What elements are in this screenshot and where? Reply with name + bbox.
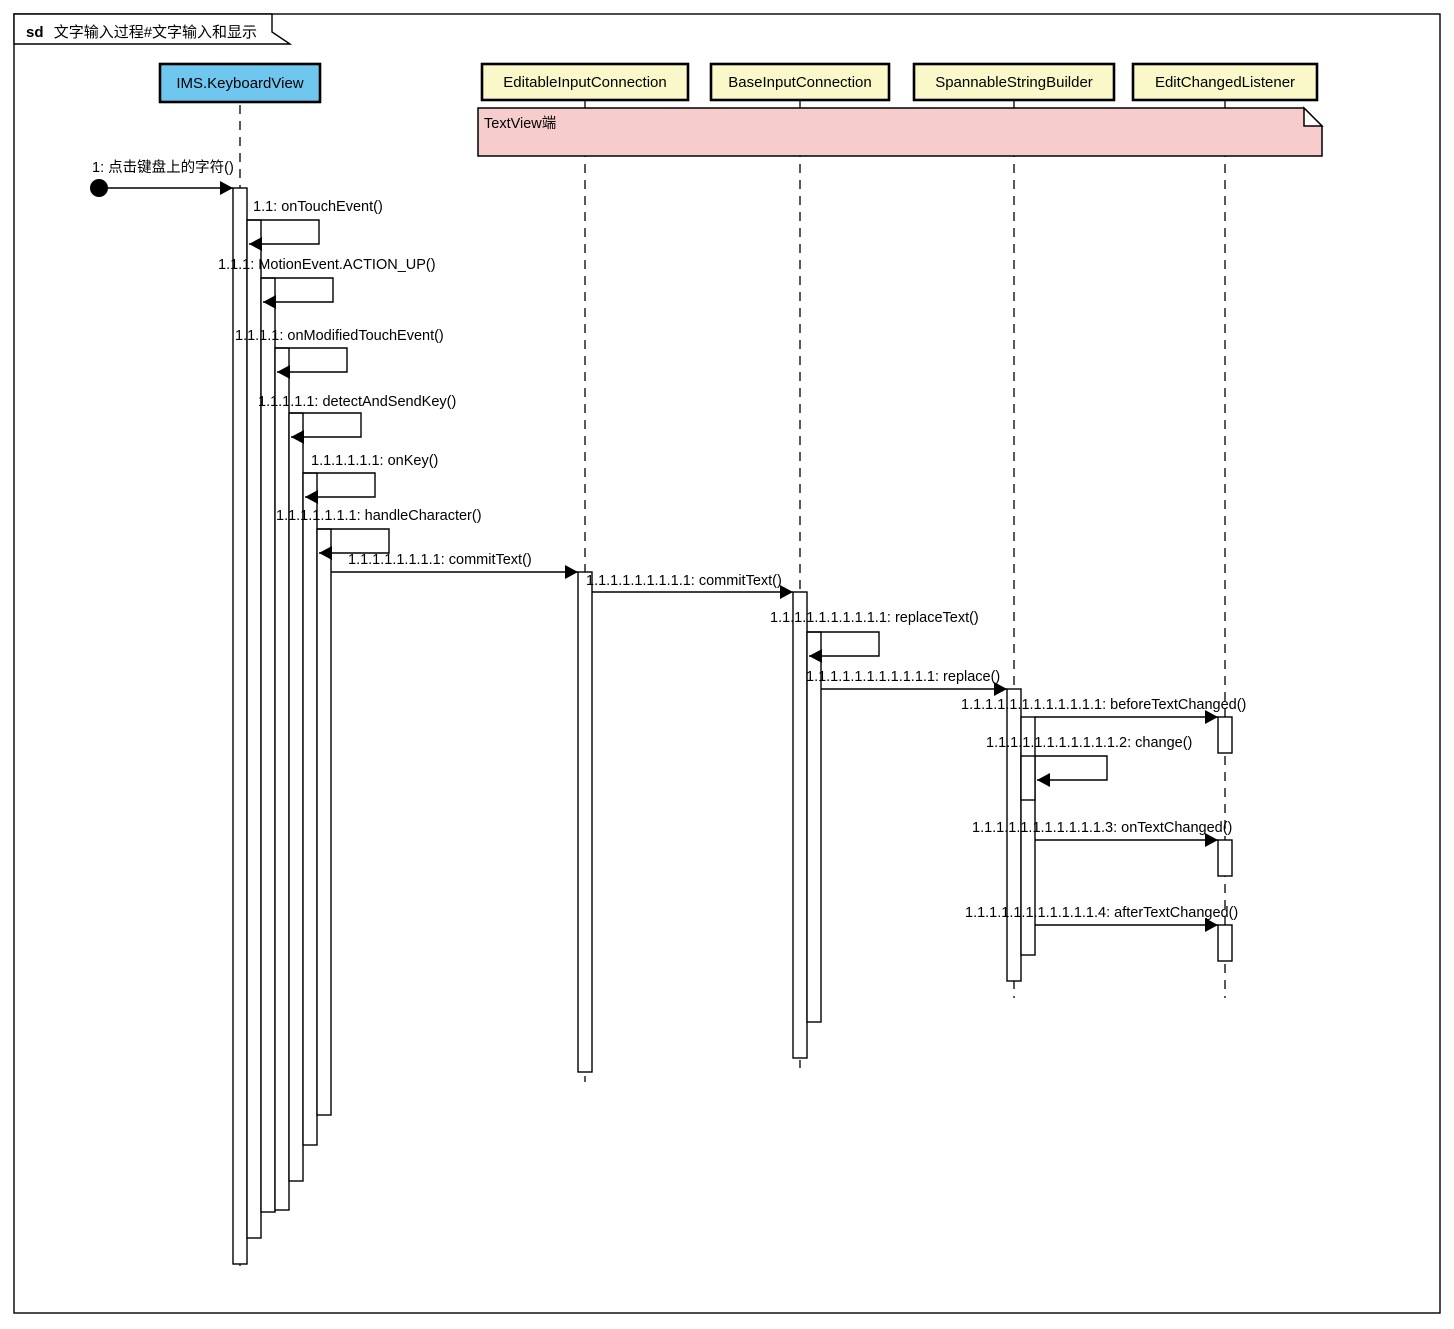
message-label: 1.1: onTouchEvent() — [253, 199, 383, 215]
participant-ecl[interactable]: EditChangedListener — [1131, 62, 1319, 102]
activation-bar-kbd — [274, 347, 290, 1211]
message-arrowhead — [809, 649, 822, 663]
message-label: 1.1.1.1.1.1.1.1.1.1.1.3: onTextChanged() — [972, 820, 1232, 836]
message-self-path — [289, 412, 362, 438]
message-1: 1: 点击键盘上的字符() — [92, 158, 234, 195]
activation-bar-ecl — [1217, 716, 1233, 754]
message-label: 1.1.1.1: onModifiedTouchEvent() — [235, 328, 444, 344]
message-label: 1.1.1.1.1.1.1.1.1.1.1: replace() — [806, 669, 1000, 685]
participant-label-kbd: IMS.KeyboardView — [176, 75, 303, 92]
message-arrowhead — [220, 181, 233, 195]
activation-bar-kbd — [260, 277, 276, 1213]
participant-label-eic: EditableInputConnection — [503, 74, 666, 91]
message-1.1.1.1.1: 1.1.1.1.1: detectAndSendKey() — [258, 394, 456, 444]
message-1.1.1.1.1.1.1.1.1.1.1: 1.1.1.1.1.1.1.1.1.1.1: replace() — [806, 669, 1007, 696]
message-arrowhead — [780, 585, 793, 599]
note-fold-corner — [1303, 106, 1324, 127]
activation-bar-ssb — [1020, 755, 1036, 801]
message-1.1.1.1: 1.1.1.1: onModifiedTouchEvent() — [235, 328, 444, 379]
message-label: 1.1.1.1.1.1: onKey() — [311, 453, 438, 469]
message-label: 1.1.1.1.1.1.1.1.1.1.1.4: afterTextChange… — [965, 905, 1238, 921]
message-arrowhead — [319, 546, 332, 560]
message-label: 1.1.1.1.1.1.1.1.1.1.1.1: beforeTextChang… — [961, 697, 1246, 713]
start-point-group — [90, 179, 108, 197]
activation-bar-eic — [577, 571, 593, 1073]
message-arrowhead — [249, 237, 262, 251]
participant-box-kbd[interactable] — [158, 62, 322, 104]
message-self-path — [303, 472, 376, 498]
message-label: 1.1.1: MotionEvent.ACTION_UP() — [218, 257, 436, 273]
note-text: TextView端 — [484, 115, 556, 132]
message-self-path — [317, 528, 390, 554]
note-group: TextView端 — [477, 106, 1324, 157]
activation-bar-kbd — [246, 219, 262, 1239]
start-point-dot — [90, 179, 108, 197]
message-label: 1.1.1.1.1: detectAndSendKey() — [258, 394, 456, 410]
message-1.1: 1.1: onTouchEvent() — [247, 199, 383, 251]
participant-box-ssb[interactable] — [912, 62, 1116, 102]
message-1.1.1.1.1.1.1.1.1.1.1.3: 1.1.1.1.1.1.1.1.1.1.1.3: onTextChanged() — [972, 820, 1232, 847]
message-arrowhead — [1205, 918, 1218, 932]
message-arrowhead — [305, 490, 318, 504]
participant-label-ecl: EditChangedListener — [1155, 74, 1295, 91]
message-label: 1.1.1.1.1.1.1: handleCharacter() — [276, 508, 482, 524]
frame-keyword: sd — [26, 24, 44, 41]
activation-bar-bic — [792, 591, 808, 1059]
message-arrowhead — [263, 295, 276, 309]
message-self-path — [275, 347, 348, 373]
message-label: 1.1.1.1.1.1.1.1.1.1.1.2: change() — [986, 735, 1192, 751]
participant-box-ecl[interactable] — [1131, 62, 1319, 102]
activations-group — [232, 187, 1233, 1265]
message-1.1.1.1.1.1.1.1.1.1: 1.1.1.1.1.1.1.1.1.1: replaceText() — [770, 610, 979, 663]
message-label: 1: 点击键盘上的字符() — [92, 158, 234, 176]
message-1.1.1.1.1.1.1.1.1.1.1.2: 1.1.1.1.1.1.1.1.1.1.1.2: change() — [986, 735, 1192, 787]
activation-bar-kbd — [288, 412, 304, 1182]
messages-group: 1: 点击键盘上的字符() 1.1: onTouchEvent() 1.1.1: M… — [92, 158, 1246, 932]
message-1.1.1.1.1.1: 1.1.1.1.1.1: onKey() — [303, 453, 438, 504]
message-label: 1.1.1.1.1.1.1.1: commitText() — [348, 552, 532, 568]
message-arrowhead — [291, 430, 304, 444]
activation-bar-bic — [806, 631, 822, 1023]
participant-label-ssb: SpannableStringBuilder — [935, 74, 1093, 91]
message-arrowhead — [994, 682, 1007, 696]
activation-bar-kbd — [316, 528, 332, 1116]
message-self-path — [247, 219, 320, 245]
participant-bic[interactable]: BaseInputConnection — [709, 62, 891, 102]
message-1.1.1.1.1.1.1.1.1: 1.1.1.1.1.1.1.1.1: commitText() — [586, 573, 793, 599]
message-arrowhead — [1205, 710, 1218, 724]
participant-box-bic[interactable] — [709, 62, 891, 102]
message-self-path — [261, 277, 334, 303]
message-arrowhead — [565, 565, 578, 579]
message-1.1.1.1.1.1.1.1: 1.1.1.1.1.1.1.1: commitText() — [331, 552, 578, 579]
message-1.1.1: 1.1.1: MotionEvent.ACTION_UP() — [218, 257, 436, 309]
participant-label-bic: BaseInputConnection — [728, 74, 871, 91]
frame-title-tab — [13, 13, 293, 45]
activation-bar-kbd — [302, 472, 318, 1146]
message-1.1.1.1.1.1.1: 1.1.1.1.1.1.1: handleCharacter() — [276, 508, 482, 560]
activation-bar-kbd — [232, 187, 248, 1265]
participant-box-eic[interactable] — [480, 62, 690, 102]
message-label: 1.1.1.1.1.1.1.1.1.1: replaceText() — [770, 610, 979, 626]
participant-eic[interactable]: EditableInputConnection — [480, 62, 690, 102]
frame-title-label: 文字输入过程#文字输入和显示 — [54, 24, 257, 41]
message-self-path — [807, 631, 880, 657]
note-body — [477, 107, 1323, 157]
message-1.1.1.1.1.1.1.1.1.1.1.1: 1.1.1.1.1.1.1.1.1.1.1.1: beforeTextChang… — [961, 697, 1246, 724]
message-self-path — [1035, 755, 1108, 781]
activation-bar-ecl — [1217, 924, 1233, 962]
frame-title-text: sd 文字输入过程#文字输入和显示 — [26, 24, 257, 41]
message-arrowhead — [1037, 773, 1050, 787]
diagram-frame — [13, 13, 1441, 1314]
activation-bar-ecl — [1217, 839, 1233, 877]
participants-group: IMS.KeyboardView EditableInputConnection B… — [158, 62, 1319, 104]
message-arrowhead — [1205, 833, 1218, 847]
message-1.1.1.1.1.1.1.1.1.1.1.4: 1.1.1.1.1.1.1.1.1.1.1.4: afterTextChange… — [965, 905, 1238, 932]
participant-kbd[interactable]: IMS.KeyboardView — [158, 62, 322, 104]
message-label: 1.1.1.1.1.1.1.1.1: commitText() — [586, 573, 782, 589]
participant-ssb[interactable]: SpannableStringBuilder — [912, 62, 1116, 102]
message-arrowhead — [277, 365, 290, 379]
